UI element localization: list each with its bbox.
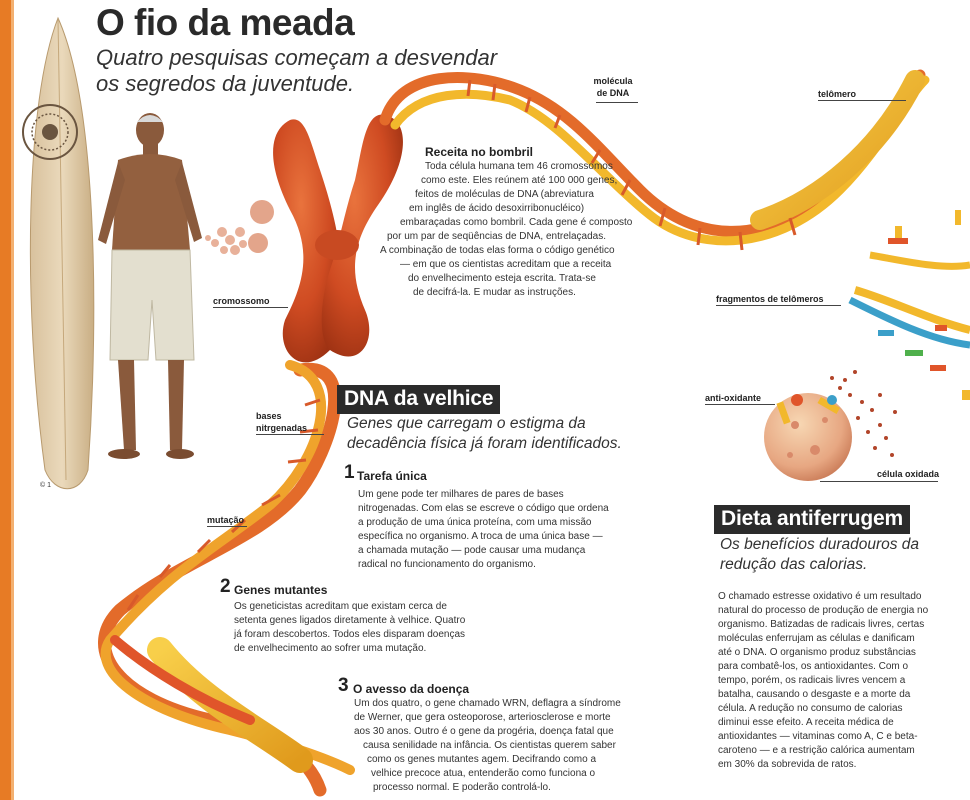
- recipe-line: — em que os cientistas acreditam que a r…: [400, 259, 612, 270]
- diet-line: moléculas enferrujam as células e danifi…: [718, 633, 915, 644]
- page-title: O fio da meada: [96, 2, 355, 43]
- step-line: Um dos quatro, o gene chamado WRN, defla…: [354, 698, 621, 709]
- label-bases: bases nitrgenadas: [256, 411, 308, 433]
- man-image: [98, 113, 202, 459]
- dna-rungs: [126, 79, 797, 611]
- step-title: Genes mutantes: [234, 583, 328, 597]
- photo-credit: © 1: [40, 482, 51, 489]
- step-line: Os geneticistas acreditam que existam ce…: [234, 601, 447, 612]
- margin-bar: [0, 0, 11, 800]
- step-line: já foram descobertos. Todos eles dispara…: [234, 629, 466, 640]
- diet-line: batalha, causando o desgaste e a morte d…: [718, 689, 911, 700]
- diet-line: O chamado estresse oxidativo é um result…: [718, 591, 922, 602]
- recipe-line: por um par de seqüências de DNA, entrela…: [387, 231, 607, 242]
- dna-section-title: DNA da velhice: [337, 385, 501, 414]
- diet-line: em 30% da sobrevida de ratos.: [718, 759, 857, 770]
- step-line: a produção de uma única proteína, com um…: [358, 517, 592, 528]
- step-number: 1: [344, 462, 355, 483]
- recipe-line: feitos de moléculas de DNA (abreviatura: [415, 189, 594, 200]
- step-line: causa senilidade na infância. Os cientis…: [363, 740, 616, 751]
- chromosome-image: [273, 114, 403, 363]
- diet-section-subtitle: Os benefícios duradouros da redução das …: [720, 536, 920, 573]
- diet-line: tempo, porém, os radicais livres vencem …: [718, 675, 906, 686]
- step-line: aos 30 anos. Outro é o gene da progéria,…: [354, 726, 614, 737]
- recipe-line: embaraçadas como bombril. Cada gene é co…: [400, 217, 633, 228]
- step-line: como os genes mutantes agem. Decifrando …: [367, 754, 597, 765]
- recipe-line: como este. Eles reúnem até 100 000 genes…: [421, 175, 618, 186]
- recipe-line: em inglês de ácido desoxirribonucléico): [409, 203, 585, 214]
- surfboard-image: [22, 16, 95, 490]
- page-subtitle: Quatro pesquisas começam a desvendar os …: [96, 45, 498, 96]
- diet-line: para combatê-los, os antioxidantes. Com …: [718, 661, 909, 672]
- diet-line: diminui esse efeito. A receita médica de: [718, 717, 894, 728]
- dna-strands: [98, 69, 930, 797]
- step-line: a chamada mutação — pode causar uma muda…: [358, 545, 586, 556]
- diet-line: natural do processo de produção de energ…: [718, 605, 929, 616]
- diet-line: até o DNA. O organismo produz substância…: [718, 647, 916, 658]
- step-title: Tarefa única: [357, 469, 427, 483]
- recipe-line: do envelhecimento esteja escrita. Trata-…: [408, 273, 596, 284]
- step-line: velhice precoce atua, entenderão como fu…: [371, 768, 596, 779]
- recipe-title: Receita no bombril: [425, 145, 534, 159]
- diet-line: célula. A redução no consumo de calorias: [718, 703, 903, 714]
- diet-section-title: Dieta antiferrugem: [714, 505, 910, 534]
- step-line: Um gene pode ter milhares de pares de ba…: [358, 489, 564, 500]
- label-telomere: telômero: [818, 89, 857, 99]
- label-oxidized-cell: célula oxidada: [877, 469, 940, 479]
- diet-line: caroteno — e a restrição calórica aument…: [718, 745, 915, 756]
- label-telomere-fragments: fragmentos de telômeros: [716, 294, 824, 304]
- cell-cluster: [205, 200, 274, 255]
- step-line: nitrogenadas. Com elas se escreve o códi…: [358, 503, 609, 514]
- step-line: setenta genes ligados diretamente à velh…: [234, 615, 466, 626]
- step-line: processo normal. E poderão controlá-lo.: [373, 782, 551, 793]
- label-mutation: mutação: [207, 515, 245, 525]
- label-molecule: molécula de DNA: [593, 76, 633, 98]
- telomere-fragments: [848, 210, 970, 400]
- label-antioxidant: anti-oxidante: [705, 393, 762, 403]
- recipe-line: A combinação de todas elas forma o códig…: [380, 245, 615, 256]
- recipe-line: de decifrá-la. E mudar as instruções.: [413, 287, 576, 298]
- step-line: de Werner, que gera osteoporose, arterio…: [354, 712, 611, 723]
- step-line: específica no organismo. A troca de uma …: [358, 531, 603, 542]
- oxidized-cell-image: [764, 370, 897, 481]
- recipe-line: Toda célula humana tem 46 cromossomos: [425, 161, 613, 172]
- step-number: 2: [220, 576, 231, 597]
- step-number: 3: [338, 675, 349, 696]
- dna-section-subtitle: Genes que carregam o estigma da decadênc…: [347, 415, 622, 452]
- step-title: O avesso da doença: [353, 682, 470, 696]
- diet-line: antioxidantes — vitaminas como A, C e be…: [718, 731, 918, 742]
- diet-line: organismo. Batizadas de radicais livres,…: [718, 619, 925, 630]
- label-chromosome: cromossomo: [213, 296, 270, 306]
- step-line: de envelhecimento ao sofrer uma mutação.: [234, 643, 427, 654]
- step-line: radical no funcionamento do organismo.: [358, 559, 536, 570]
